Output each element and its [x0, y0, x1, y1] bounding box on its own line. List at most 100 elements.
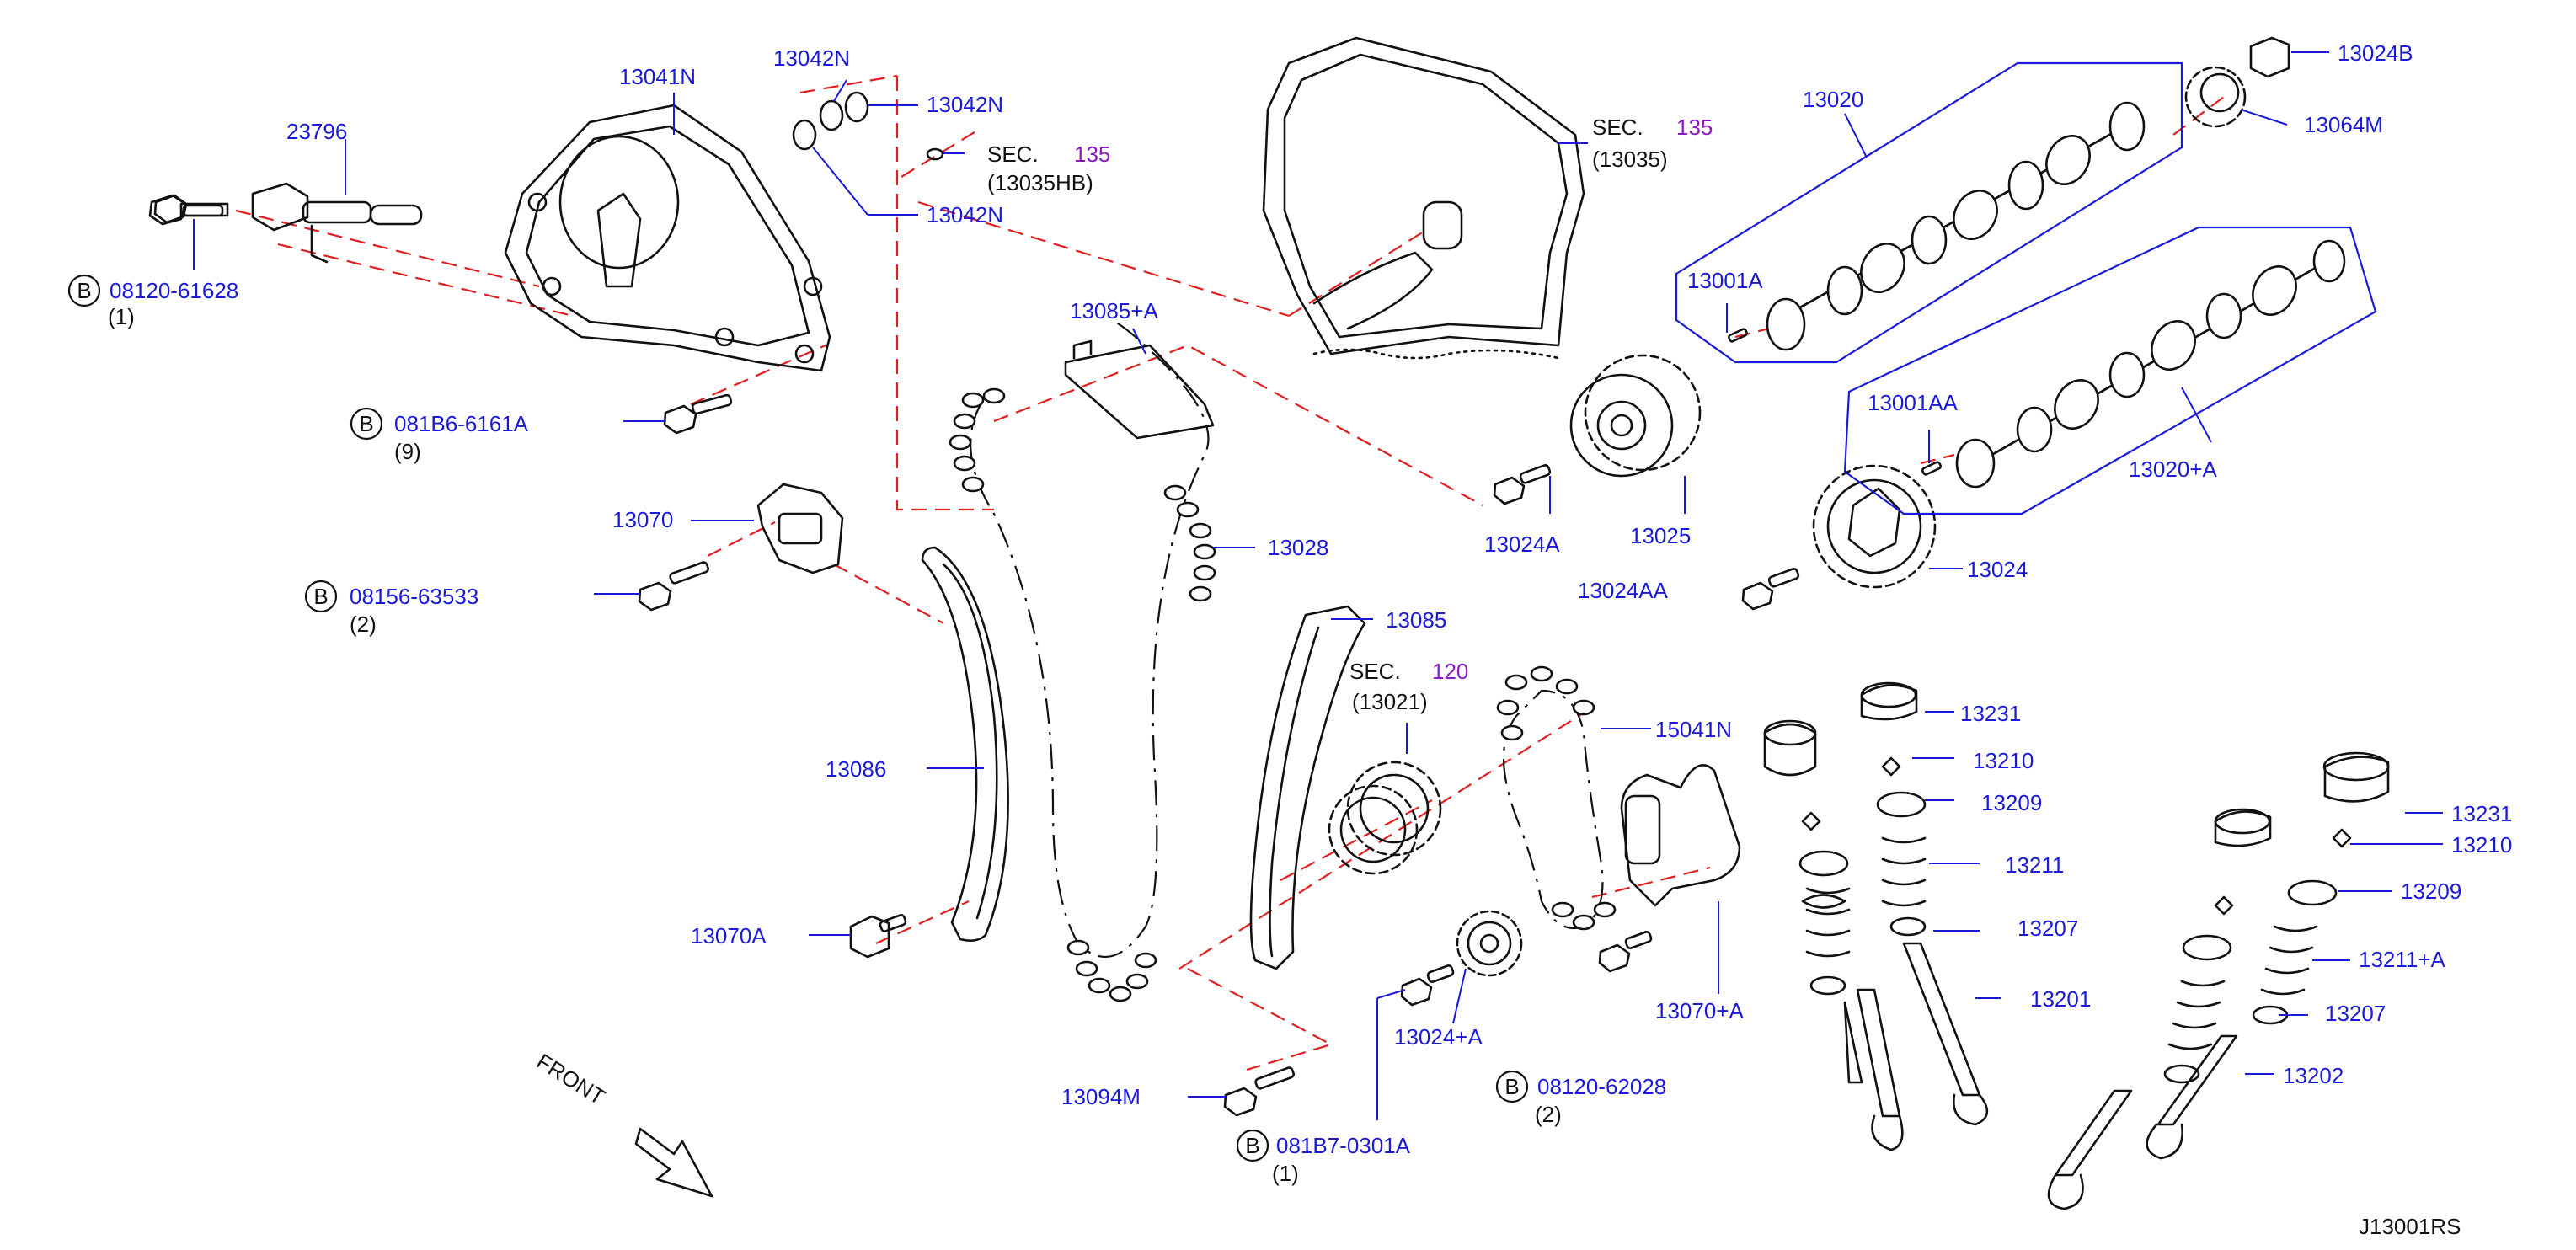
- label-13094M: 13094M: [1061, 1084, 1141, 1109]
- label-13207-left: 13207: [2018, 916, 2078, 941]
- label-13020A: 13020+A: [2129, 457, 2217, 482]
- timing-chain-13028: [949, 319, 1255, 1002]
- label-13001A: 13001A: [1687, 268, 1763, 293]
- label-13070: 13070: [612, 507, 673, 532]
- bolt-badge-b: B: [359, 411, 373, 436]
- chain-guide-13085A: [1064, 328, 1215, 440]
- camshaft-13020: [1766, 101, 2146, 351]
- label-13024A-lower: 13024+A: [1394, 1024, 1483, 1050]
- label-13024A: 13024A: [1484, 532, 1560, 557]
- sec-c-ref: (13021): [1352, 689, 1428, 714]
- label-13041N: 13041N: [619, 64, 696, 89]
- sec-b-ref: (13035): [1592, 147, 1668, 172]
- qty-081B7-0301A: (1): [1272, 1161, 1299, 1186]
- bolt-13024AA: [1741, 568, 1800, 611]
- dowel-pin-13001A: [1726, 303, 1748, 343]
- chain-links-right: [1163, 484, 1216, 602]
- label-13231-right: 13231: [2451, 801, 2512, 826]
- label-08120-61628: 08120-61628: [110, 278, 238, 303]
- label-13231-left: 13231: [1960, 701, 2021, 726]
- camshaft-13020A-box: [1843, 226, 2377, 515]
- o-rings-13042N: [792, 79, 965, 216]
- label-13201: 13201: [2030, 986, 2091, 1012]
- bolt-08120-61628: [153, 194, 224, 270]
- bolt-13024A: [1493, 464, 1552, 514]
- valve-train-right: [2047, 751, 2443, 1210]
- bolt-badge-b: B: [77, 278, 91, 303]
- label-13024B: 13024B: [2338, 40, 2413, 66]
- label-081B6-6161A: 081B6-6161A: [394, 411, 529, 436]
- oil-pump-sprocket-13024A-lower: [1452, 910, 1523, 1024]
- qty-08120-62028: (2): [1535, 1102, 1562, 1127]
- labels: B B B B B 23796 13041N 13042N 13042N 130…: [77, 40, 2512, 1239]
- secondary-chain-15041N: [1496, 665, 1651, 931]
- sec-a-label: SEC.: [987, 142, 1039, 167]
- label-13202: 13202: [2283, 1063, 2344, 1088]
- tensioner-13070: [691, 483, 844, 574]
- label-13070A: 13070A: [691, 923, 767, 948]
- label-13042N-low: 13042N: [927, 202, 1003, 227]
- sec-c-label: SEC.: [1349, 659, 1401, 684]
- bolt-081B7-0301A: [1376, 964, 1455, 1120]
- exhaust-sprocket-13024: [1812, 464, 1963, 589]
- bolt-badge-b: B: [1504, 1074, 1519, 1099]
- label-08120-62028: 08120-62028: [1537, 1074, 1666, 1099]
- label-13025: 13025: [1630, 523, 1691, 548]
- valve-train-left: [1763, 681, 2001, 1151]
- label-13042N-top: 13042N: [773, 45, 850, 71]
- label-081B7-0301A: 081B7-0301A: [1276, 1133, 1411, 1158]
- label-13209-right: 13209: [2401, 879, 2461, 904]
- bolt-13024B: [2249, 36, 2329, 78]
- vtc-sprocket-13025: [1569, 354, 1702, 514]
- label-13042N-mid: 13042N: [927, 92, 1003, 117]
- dowel-pin-13001AA: [1921, 430, 1942, 476]
- front-arrow-icon: [634, 1127, 713, 1198]
- label-13001AA: 13001AA: [1868, 390, 1959, 415]
- sec-a-num: 135: [1074, 142, 1110, 167]
- tensioner-13070A-plus: [1620, 764, 1741, 994]
- label-15041N: 15041N: [1655, 717, 1732, 742]
- camshaft-13020-box: [1675, 61, 2183, 364]
- tension-guide-13085: [1249, 605, 1373, 970]
- bolt-08156-63533: [594, 561, 709, 612]
- vvt-solenoid-23796: [148, 139, 423, 264]
- label-23796: 23796: [286, 119, 347, 144]
- chain-links-upper-left: [949, 387, 1006, 493]
- label-13028: 13028: [1268, 535, 1328, 560]
- front-cover-13041N: [504, 93, 831, 372]
- qty-081B6-6161A: (9): [394, 439, 421, 464]
- head-cover-sec135: [1262, 36, 1588, 360]
- bolt-08120-62028: [1598, 931, 1653, 973]
- label-13209-left: 13209: [1981, 790, 2042, 815]
- label-13064M: 13064M: [2304, 112, 2383, 137]
- label-13024: 13024: [1967, 557, 2028, 582]
- label-08156-63533: 08156-63533: [350, 584, 478, 609]
- front-label: FRONT: [532, 1049, 610, 1110]
- label-13210-left: 13210: [1973, 748, 2034, 773]
- label-13207-right: 13207: [2325, 1001, 2386, 1026]
- qty-08120-61628: (1): [108, 304, 135, 329]
- bolt-13070A: [809, 914, 907, 959]
- assembly-dashed-lines: [235, 74, 2225, 1071]
- sec-b-label: SEC.: [1592, 115, 1643, 140]
- chain-links-bottom: [1066, 939, 1157, 1002]
- label-13085A: 13085+A: [1070, 298, 1158, 323]
- sec-a-ref: (13035HB): [987, 170, 1093, 195]
- label-13210-right: 13210: [2451, 832, 2512, 857]
- slack-guide-13086: [921, 546, 1009, 942]
- qty-08156-63533: (2): [350, 612, 377, 637]
- bolt-badges: [67, 274, 1529, 1162]
- bolt-badge-b: B: [1245, 1133, 1259, 1158]
- label-13020: 13020: [1803, 87, 1863, 112]
- bolt-13094M: [1188, 1066, 1295, 1117]
- signal-plate-13064M: [2184, 66, 2288, 128]
- label-13086: 13086: [826, 756, 886, 782]
- bolt-081B6-6161A: [623, 393, 733, 435]
- sec-b-num: 135: [1676, 115, 1713, 140]
- crank-sprocket-sec120: [1328, 723, 1442, 875]
- label-13070A-plus: 13070+A: [1655, 998, 1744, 1023]
- label-13024AA: 13024AA: [1578, 578, 1669, 603]
- diagram-code: J13001RS: [2359, 1214, 2461, 1239]
- bolt-badge-b: B: [313, 584, 328, 609]
